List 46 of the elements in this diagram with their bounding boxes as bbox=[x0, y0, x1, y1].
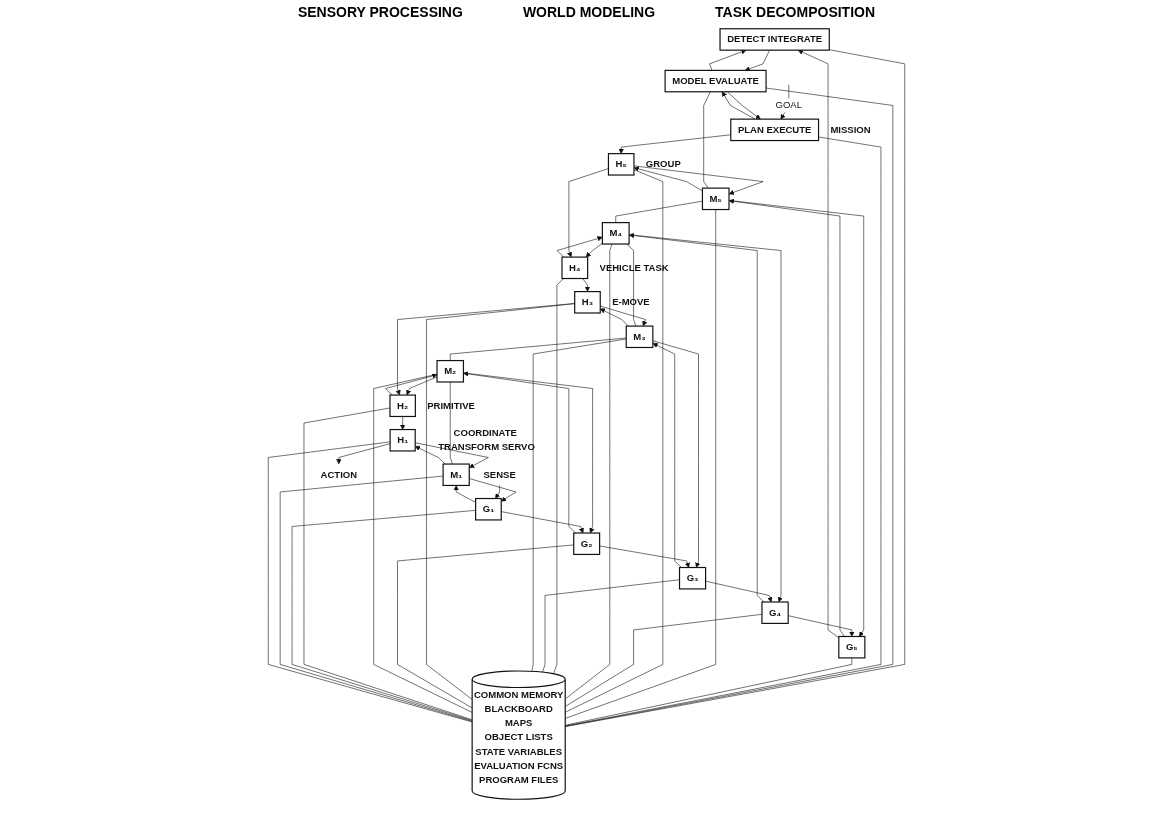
node-box: M₂ bbox=[436, 359, 465, 383]
node-box: PLAN EXECUTE bbox=[730, 118, 820, 142]
connector bbox=[564, 209, 716, 719]
connector bbox=[531, 338, 627, 672]
node-box: H₃ bbox=[574, 291, 601, 314]
node-box: H₁ bbox=[389, 428, 416, 452]
connector bbox=[449, 337, 627, 361]
connector bbox=[449, 381, 453, 465]
column-heading: WORLD MODELING bbox=[522, 4, 656, 20]
node-box: M₁ bbox=[442, 463, 470, 487]
node-label: GROUP bbox=[645, 158, 681, 170]
connector bbox=[564, 169, 664, 713]
node-box: G₂ bbox=[573, 532, 601, 556]
column-heading: TASK DECOMPOSITION bbox=[715, 4, 876, 20]
node-label: COORDINATE TRANSFORM SERVO bbox=[438, 427, 535, 453]
connector bbox=[279, 475, 473, 722]
connector bbox=[626, 243, 637, 327]
node-label: MISSION bbox=[830, 124, 871, 135]
edge-label: GOAL bbox=[775, 100, 803, 111]
connector bbox=[303, 407, 473, 721]
connector bbox=[615, 200, 703, 223]
node-box: H₂ bbox=[389, 394, 416, 418]
node-box: G₅ bbox=[838, 635, 866, 659]
node-text: SENSE bbox=[483, 469, 516, 480]
node-label: E-MOVE bbox=[612, 296, 650, 308]
connector bbox=[426, 303, 575, 700]
connector bbox=[553, 278, 564, 675]
node-box: MODEL EVALUATE bbox=[664, 69, 767, 93]
node-box: H₅ bbox=[607, 153, 635, 176]
node-label: VEHICLE TASK bbox=[599, 262, 669, 273]
node-box: M₅ bbox=[701, 187, 730, 211]
connector bbox=[291, 510, 476, 721]
node-box: H₄ bbox=[561, 256, 589, 280]
connector bbox=[397, 544, 574, 709]
connector bbox=[564, 657, 853, 726]
node-box: G₁ bbox=[475, 497, 502, 521]
node-label: PRIMITIVE bbox=[427, 400, 475, 411]
node-text: ACTION bbox=[320, 469, 358, 480]
node-box: DETECT INTEGRATE bbox=[719, 28, 830, 51]
node-box: M₄ bbox=[601, 222, 630, 245]
node-box: M₃ bbox=[625, 325, 654, 349]
node-box: G₄ bbox=[761, 601, 789, 624]
connector bbox=[703, 91, 711, 189]
node-box: G₃ bbox=[678, 566, 707, 590]
connector bbox=[542, 579, 680, 673]
column-heading: SENSORY PROCESSING bbox=[297, 4, 463, 20]
